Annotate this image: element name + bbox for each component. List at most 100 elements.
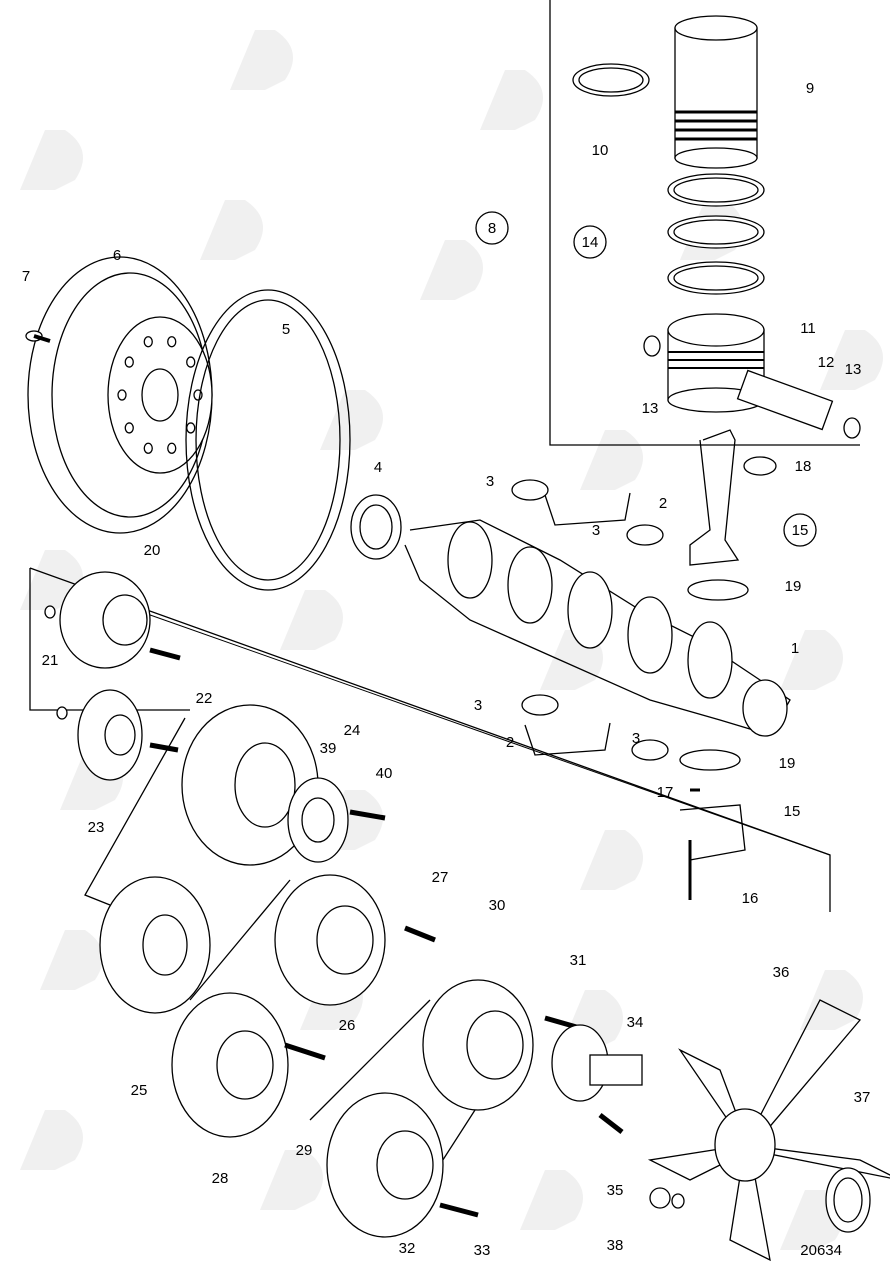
watermark-logo xyxy=(420,240,483,300)
watermark-logo xyxy=(320,390,383,450)
callout-label-39: 39 xyxy=(320,740,337,757)
main-bearing-2 xyxy=(524,722,611,756)
bracket-frame xyxy=(189,879,291,1001)
callout-label-40: 40 xyxy=(376,765,393,782)
nut-38 xyxy=(649,1187,671,1209)
callout-label-3: 3 xyxy=(474,697,482,714)
callout-label-29: 29 xyxy=(296,1142,313,1159)
bearing-shell-19 xyxy=(679,749,741,771)
callout-label-2: 2 xyxy=(506,734,514,751)
callout-label-6: 6 xyxy=(113,247,121,264)
pulley-28-hub xyxy=(216,1030,274,1100)
watermark-logo xyxy=(780,630,843,690)
watermark-logo xyxy=(200,200,263,260)
bolt-27 xyxy=(404,925,436,943)
hub-20-bore xyxy=(102,594,148,646)
callout-label-4: 4 xyxy=(374,459,382,476)
callout-label-9: 9 xyxy=(806,80,814,97)
bolt-hole xyxy=(124,422,134,434)
connecting-rod-15 xyxy=(689,429,740,566)
callout-label-8: 8 xyxy=(488,220,496,237)
fan-blade-36 xyxy=(678,1048,751,1151)
pulley-32-hub xyxy=(376,1130,434,1200)
ring-gear-inner xyxy=(195,299,341,581)
bolt-hole xyxy=(117,389,127,401)
callout-label-36: 36 xyxy=(773,964,790,981)
callout-label-31: 31 xyxy=(570,952,587,969)
callout-label-19: 19 xyxy=(779,755,796,772)
hub-23-bore xyxy=(104,714,136,756)
snap-ring-10-inner xyxy=(578,67,644,93)
watermark-logo xyxy=(820,330,883,390)
watermark-logo xyxy=(40,930,103,990)
shaft-34 xyxy=(589,1054,643,1086)
callout-label-11: 11 xyxy=(800,320,816,337)
bolt-hole xyxy=(167,442,177,454)
bracket-frame xyxy=(84,717,186,906)
flywheel-bore xyxy=(141,368,179,422)
fan-hub xyxy=(714,1108,776,1182)
callout-label-30: 30 xyxy=(489,897,506,914)
watermark-logo xyxy=(260,1150,323,1210)
callout-label-13: 13 xyxy=(642,400,659,417)
callout-label-25: 25 xyxy=(131,1082,148,1099)
callout-label-21: 21 xyxy=(42,652,59,669)
callout-label-19: 19 xyxy=(785,578,802,595)
callout-label-37: 37 xyxy=(854,1089,871,1106)
callout-label-14: 14 xyxy=(582,234,599,251)
callout-label-3: 3 xyxy=(486,473,494,490)
thrust-washer-3 xyxy=(626,524,664,546)
callout-label-27: 27 xyxy=(432,869,449,886)
crank-web xyxy=(447,521,493,599)
bolt-hole xyxy=(143,442,153,454)
callout-label-32: 32 xyxy=(399,1240,416,1257)
liner-top xyxy=(674,15,758,41)
main-bearing-2 xyxy=(544,492,631,526)
callout-label-34: 34 xyxy=(627,1014,644,1031)
callout-label-23: 23 xyxy=(88,819,105,836)
callout-circle xyxy=(573,225,607,259)
watermark-logo xyxy=(480,70,543,130)
piston-crown xyxy=(667,313,765,347)
pin-21 xyxy=(44,605,56,619)
bracket-frame-piston xyxy=(549,0,860,446)
thrust-washer-3 xyxy=(631,739,669,761)
watermark-logo xyxy=(280,590,343,650)
bolt-22 xyxy=(149,647,181,661)
callout-label-2: 2 xyxy=(659,495,667,512)
callout-label-26: 26 xyxy=(339,1017,356,1034)
bolt-35 xyxy=(598,1113,624,1134)
bolt-hole xyxy=(186,422,196,434)
callout-label-38: 38 xyxy=(607,1237,624,1254)
piston-ring-inner xyxy=(673,219,759,245)
seal-4-inner xyxy=(359,504,393,550)
watermark-logo xyxy=(230,30,293,90)
callout-circle xyxy=(783,513,817,547)
watermark-logo xyxy=(800,970,863,1030)
bolt-29 xyxy=(284,1042,326,1061)
pin-21 xyxy=(56,706,68,720)
damper-24-hub xyxy=(234,742,296,828)
liner-bottom xyxy=(674,147,758,169)
washer-39-inner xyxy=(301,797,335,843)
callout-label-16: 16 xyxy=(742,890,759,907)
crank-web xyxy=(627,596,673,674)
fan-blade-36 xyxy=(744,1144,890,1179)
piston-ring-inner xyxy=(673,177,759,203)
piston-pin-12 xyxy=(736,369,834,431)
callout-label-3: 3 xyxy=(632,730,640,747)
crank-nose xyxy=(742,679,788,737)
pulley-26-hub xyxy=(316,905,374,975)
thrust-washer-3 xyxy=(511,479,549,501)
callout-label-18: 18 xyxy=(795,458,812,475)
bolt-hole xyxy=(143,336,153,348)
figure-number: 20634 xyxy=(800,1242,842,1259)
circlip-13 xyxy=(843,417,861,439)
bolt-33 xyxy=(439,1202,479,1218)
thrust-washer-3 xyxy=(521,694,559,716)
callout-label-15: 15 xyxy=(792,522,809,539)
callout-label-17: 17 xyxy=(657,784,674,801)
callout-label-1: 1 xyxy=(791,640,799,657)
callout-label-28: 28 xyxy=(212,1170,229,1187)
